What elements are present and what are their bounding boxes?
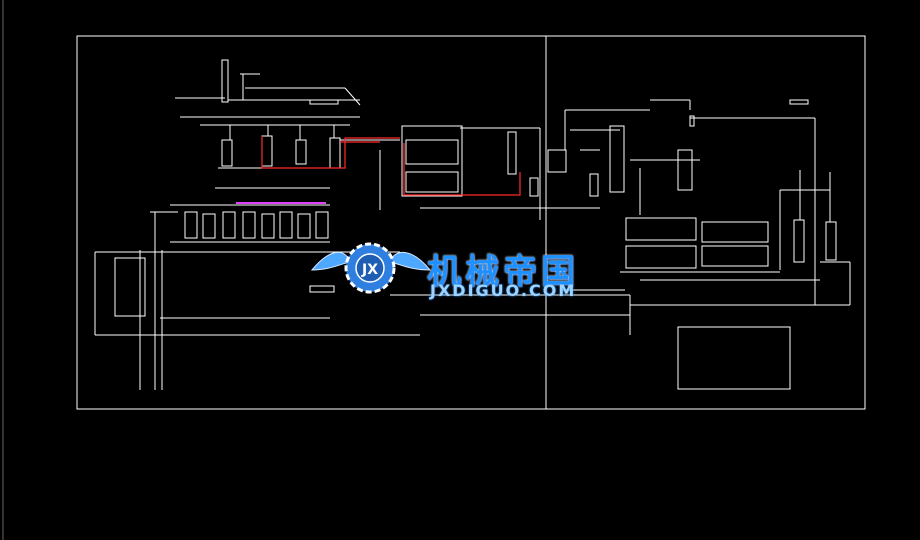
right-process-section [560,99,851,306]
logo-letters: JX [361,262,378,278]
drawing-border [76,35,866,410]
title-block [677,326,791,390]
gear-logo-icon [310,242,432,294]
red-process-line [261,136,400,169]
watermark-subtitle: JXDIGUO.COM [430,281,577,300]
left-process-section [94,59,420,390]
center-process-section [340,125,631,335]
watermark-title: 机械帝国 [427,252,579,292]
red-process-line-2 [403,143,521,196]
